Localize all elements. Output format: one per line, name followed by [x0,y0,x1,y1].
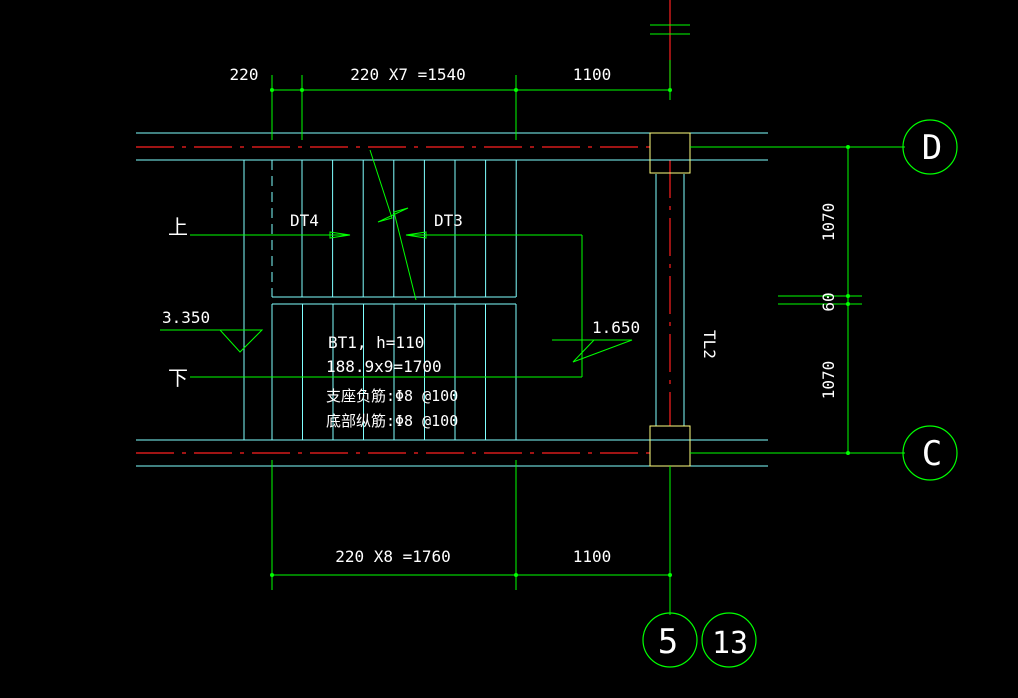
dim-text-top-left: 220 [230,65,259,84]
note-bottom-rebar: 底部纵筋:Φ8 @100 [326,412,458,430]
arrow-heads [329,231,427,239]
dim-text-right-lower: 1070 [819,361,838,400]
stair-treads-upper [301,160,517,297]
axis-label-c: C [922,434,942,474]
dim-text-bottom-right: 1100 [573,547,612,566]
axis-bubble-c [902,425,958,481]
dim-text-bottom-middle: 220 X8 =1760 [335,547,451,566]
axis-bubble-5 [642,612,698,668]
note-support-rebar: 支座负筋:Φ8 @100 [326,387,458,405]
dimension-lines [160,24,905,615]
note-bt1: BT1, h=110 [328,333,424,352]
dim-text-right-upper: 1070 [819,203,838,242]
label-dt4: DT4 [290,211,319,230]
axis-label-d: D [922,128,942,168]
axis-bubble-d [902,119,958,175]
note-steps: 188.9x9=1700 [326,357,442,376]
dim-text-right-mid: 60 [819,292,838,311]
axis-lines [136,0,671,454]
axis-bubble-13 [701,612,757,668]
column-d5 [649,132,691,174]
elevation-right: 1.650 [592,318,640,337]
axis-label-5: 5 [658,622,678,662]
dimension-ticks [270,88,850,577]
dim-text-top-right: 1100 [573,65,612,84]
elevation-left: 3.350 [162,308,210,327]
dim-text-top-middle: 220 X7 =1540 [350,65,466,84]
label-down: 下 [168,366,188,390]
label-tl2: TL2 [700,330,719,359]
stair-treads-lower [271,304,517,440]
axis-bubbles [642,119,958,668]
column-c5 [649,425,691,467]
label-up: 上 [168,215,188,239]
label-dt3: DT3 [434,211,463,230]
axis-label-13: 13 [712,626,748,661]
